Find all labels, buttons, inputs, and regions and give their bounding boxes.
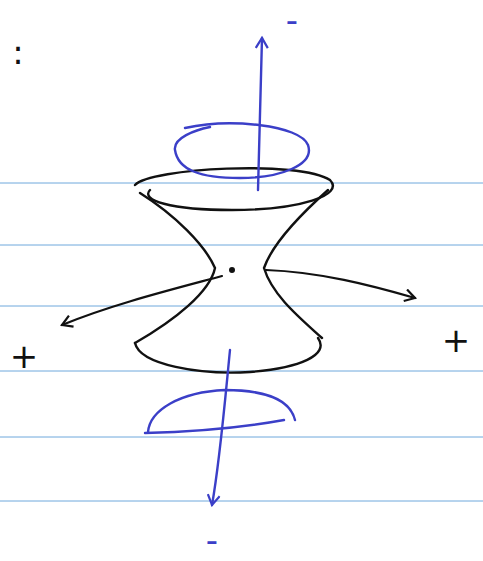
positive-axes (62, 270, 415, 325)
negative-axes (145, 38, 309, 505)
sign-label: + (442, 323, 471, 357)
colon-mark: : (12, 35, 23, 69)
notebook-lines (0, 183, 483, 501)
hyperboloid (135, 168, 333, 372)
sign-label: + (10, 339, 39, 373)
sign-label: - (206, 523, 218, 557)
sign-label: - (286, 3, 298, 37)
